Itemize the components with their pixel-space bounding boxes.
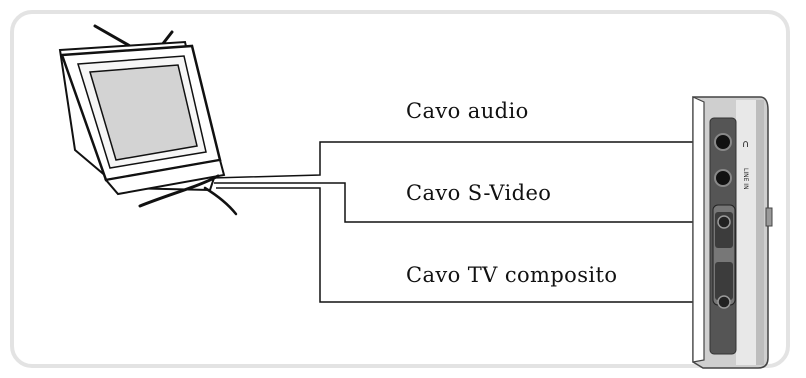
composite-cable-label: Cavo TV composito xyxy=(406,263,618,287)
svideo-cable-label: Cavo S-Video xyxy=(406,181,552,205)
tv-icon xyxy=(58,40,238,216)
svideo-cable-line xyxy=(214,182,720,223)
audio-cable-line xyxy=(211,141,720,179)
line-in-marking: LINE IN xyxy=(742,168,749,190)
headphone-jack xyxy=(714,133,732,151)
composite-cable-line xyxy=(216,187,720,303)
player-device: ∩ LINE IN xyxy=(692,96,773,369)
line-in-jack xyxy=(714,169,732,187)
cables xyxy=(211,141,720,303)
headphone-marking: ∩ xyxy=(742,139,749,150)
audio-cable-label: Cavo audio xyxy=(406,99,529,123)
